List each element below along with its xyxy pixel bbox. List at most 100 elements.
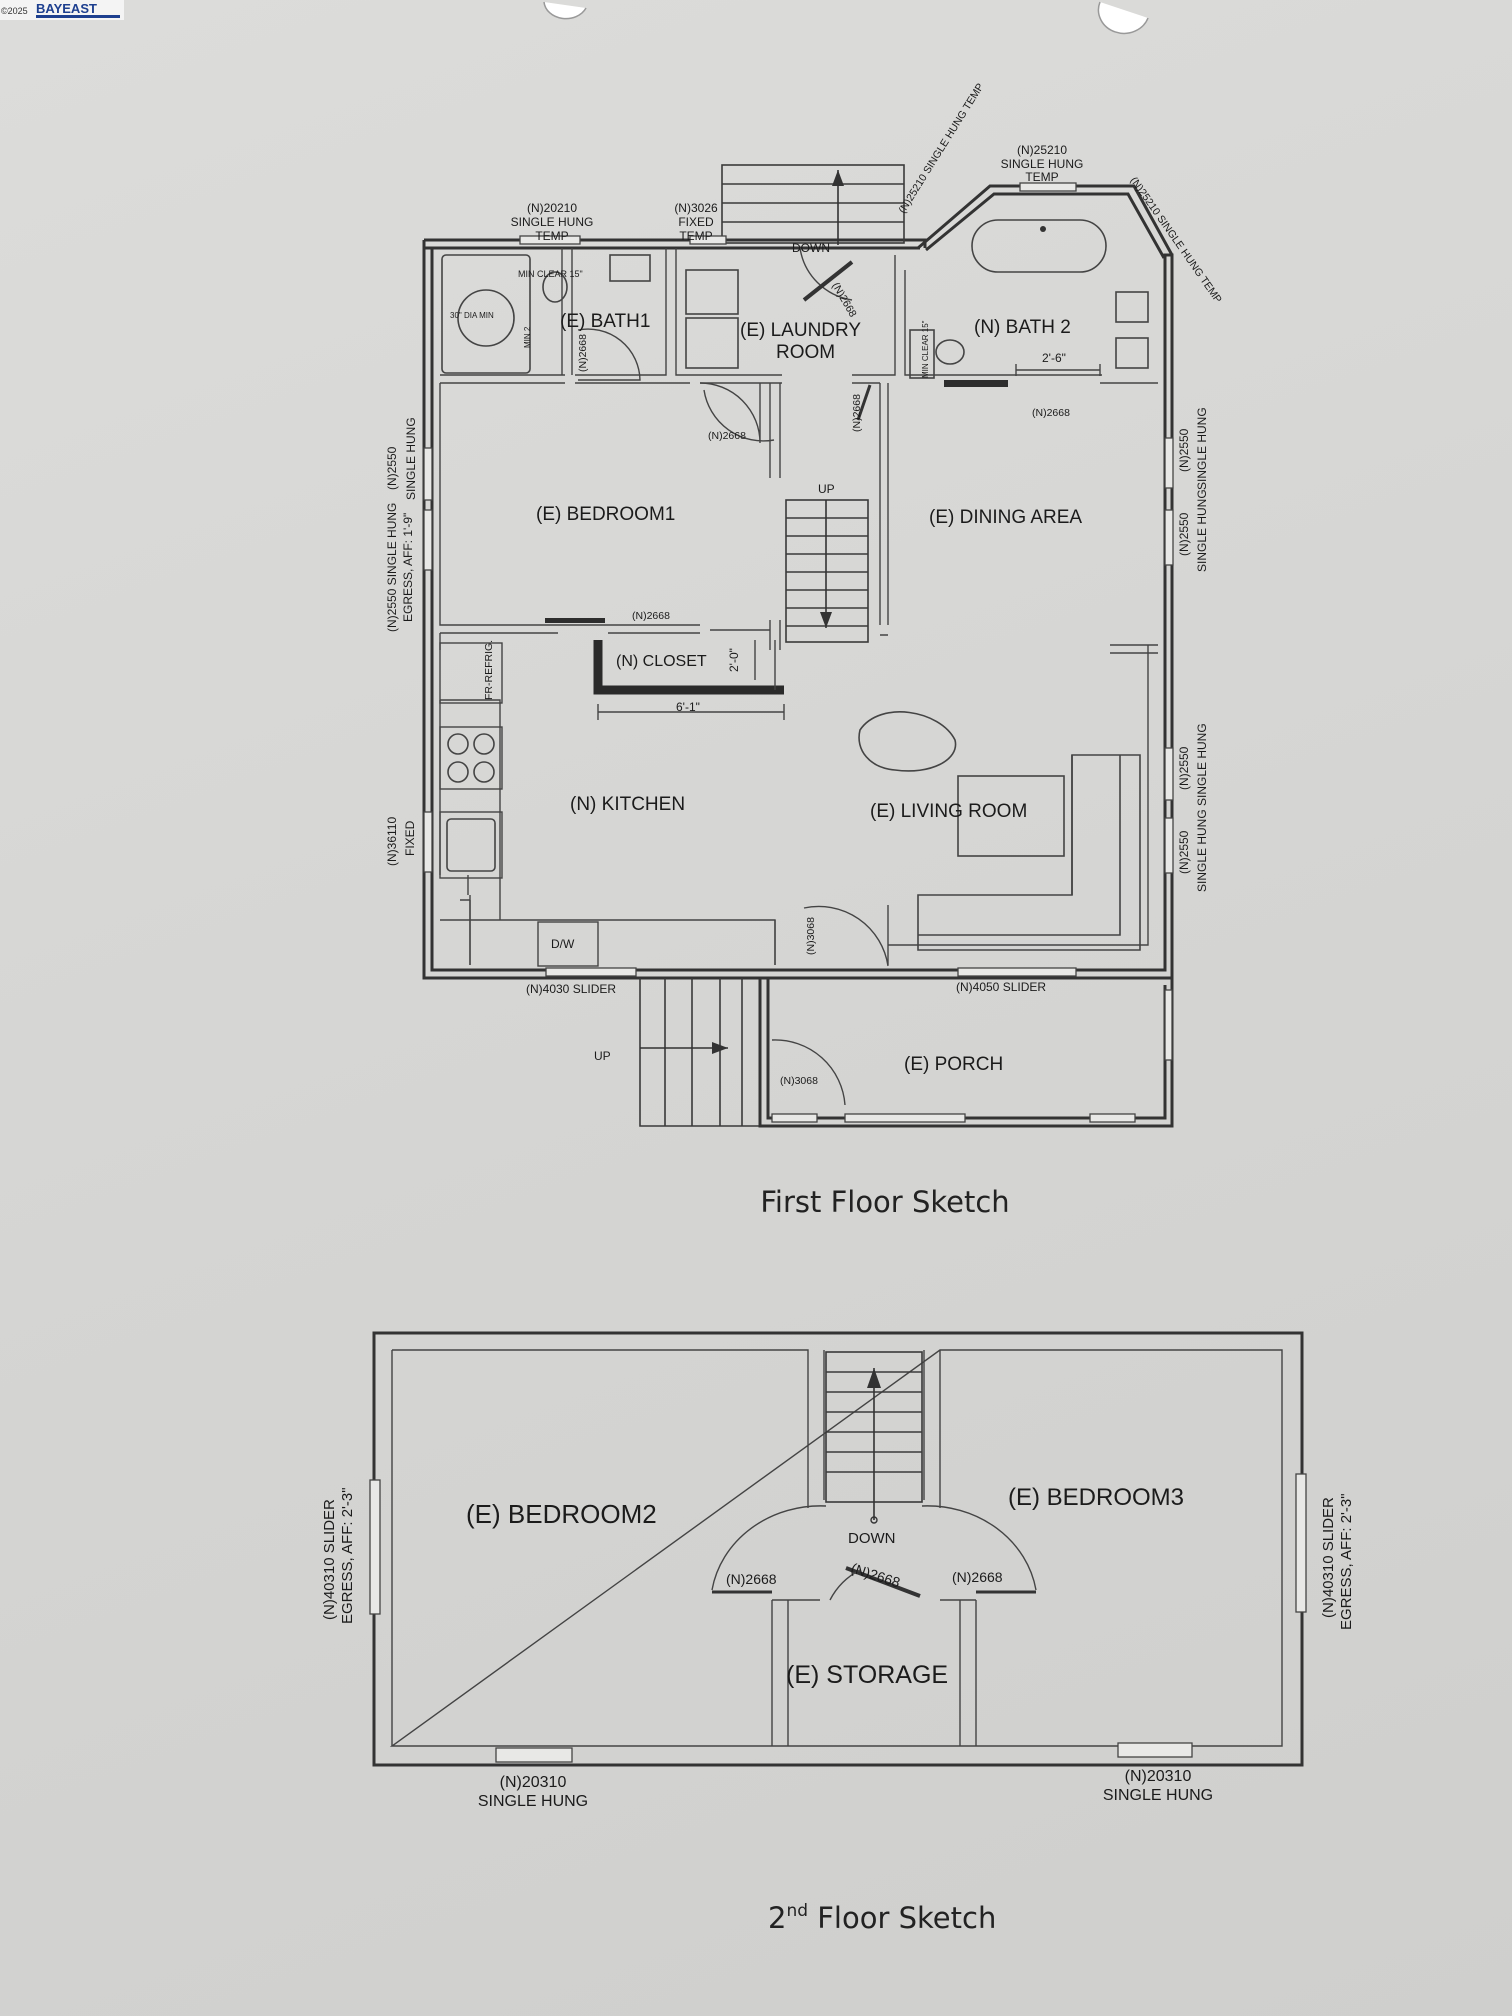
clearance-label: MIN 2 bbox=[523, 326, 532, 348]
room-label-porch: (E) PORCH bbox=[904, 1054, 1003, 1075]
window-label: EGRESS, AFF: 2'-3" bbox=[339, 1487, 356, 1624]
bath1-shower bbox=[441, 254, 531, 374]
clearance-label: MIN CLEAR 15" bbox=[518, 269, 583, 279]
entry-wall bbox=[774, 905, 889, 965]
interior-wall bbox=[389, 1349, 1283, 1747]
fridge-label: FR-REFRIG. bbox=[483, 640, 495, 700]
porch-wall bbox=[758, 978, 1174, 1128]
closet-side bbox=[754, 640, 776, 690]
back-door[interactable] bbox=[799, 247, 853, 301]
window-label: (N)2550 bbox=[385, 446, 399, 490]
binder-hole bbox=[543, 1, 587, 20]
window-dining-bottom bbox=[1164, 509, 1174, 566]
exterior-wall bbox=[372, 1331, 1304, 1767]
fridge bbox=[439, 642, 503, 704]
stair-wall bbox=[769, 383, 781, 650]
room-label-storage: (E) STORAGE bbox=[786, 1661, 948, 1689]
stove bbox=[439, 726, 503, 790]
door-label: (N)3068 bbox=[805, 917, 817, 955]
window-label: SINGLE HUNG bbox=[1001, 157, 1084, 171]
bedroom3-door[interactable] bbox=[921, 1505, 1037, 1591]
room-label-kitchen: (N) KITCHEN bbox=[570, 794, 685, 815]
second-floor-plan: (E) BEDROOM2 (E) BEDROOM3 (E) STORAGE (N… bbox=[321, 1331, 1355, 1935]
window-kitchen bbox=[423, 811, 433, 873]
watermark-copyright: ©2025 bbox=[1, 6, 28, 16]
window-slider-left bbox=[545, 967, 637, 977]
porch-inner bbox=[766, 978, 1167, 1120]
dishwasher-label: D/W bbox=[551, 937, 575, 951]
door-label: (N)2668 bbox=[1032, 407, 1070, 419]
bath2-sink bbox=[1115, 337, 1149, 369]
window-label: (N)2550 bbox=[1177, 512, 1191, 556]
entry-door[interactable] bbox=[803, 905, 889, 967]
laundry-door[interactable] bbox=[699, 382, 761, 444]
storage-door[interactable] bbox=[845, 1566, 921, 1598]
window-label: (N)4030 SLIDER bbox=[526, 982, 616, 996]
bath1-wall bbox=[561, 248, 573, 375]
bedroom1-closet-door bbox=[545, 618, 605, 623]
window-dining-top bbox=[1164, 437, 1174, 489]
brokerage-watermark: ©2025 BAYEAST bbox=[0, 0, 124, 20]
first-floor-title: First Floor Sketch bbox=[760, 1185, 1009, 1219]
window-bedroom1-top bbox=[423, 447, 433, 501]
porch-door[interactable] bbox=[771, 1039, 846, 1106]
back-stairs bbox=[721, 164, 905, 245]
bedroom2-door[interactable] bbox=[711, 1505, 827, 1591]
dimension-label: 2'-0" bbox=[727, 648, 741, 672]
dimension-label: 6'-1" bbox=[676, 700, 700, 714]
second-floor-title-text: Floor Sketch bbox=[808, 1901, 996, 1935]
dryer bbox=[685, 317, 739, 369]
window-label: FIXED bbox=[678, 215, 714, 229]
room-label-bedroom2: (E) BEDROOM2 bbox=[466, 1499, 657, 1529]
stair-label: DOWN bbox=[848, 1530, 896, 1547]
door-label: (N)2668 bbox=[851, 394, 863, 432]
room-label-bath2: (N) BATH 2 bbox=[974, 317, 1071, 338]
washer bbox=[685, 269, 739, 315]
storage-wall bbox=[391, 1350, 977, 1746]
window-label: (N)2550 bbox=[1177, 830, 1191, 874]
door-label: (N)2668 bbox=[632, 610, 670, 622]
room-label-bedroom1: (E) BEDROOM1 bbox=[536, 504, 675, 525]
room-label-laundry: (E) LAUNDRY bbox=[740, 320, 861, 341]
room-label-dining: (E) DINING AREA bbox=[929, 507, 1082, 528]
window-living-top bbox=[1164, 747, 1174, 801]
bedroom1-door[interactable] bbox=[703, 389, 775, 442]
shower-label: 30" DIA MIN bbox=[450, 311, 494, 320]
dimension-label: 2'-6" bbox=[1042, 351, 1066, 365]
window-label: EGRESS, AFF: 1'-9" bbox=[401, 513, 415, 622]
window-label: (N)40310 SLIDER bbox=[321, 1499, 338, 1620]
window-label: SINGLE HUNG bbox=[1195, 407, 1209, 490]
room-label-closet: (N) CLOSET bbox=[616, 653, 707, 670]
bath1-door[interactable] bbox=[577, 328, 641, 381]
window-label: TEMP bbox=[679, 229, 712, 243]
door-label: (N)2668 bbox=[577, 334, 589, 372]
first-floor-plan: (E) BATH1 (E) LAUNDRY ROOM (N) BATH 2 (E… bbox=[385, 81, 1224, 1219]
window-bath2-top bbox=[1019, 182, 1077, 192]
bath2-vanity bbox=[944, 380, 1008, 387]
closet-shelf bbox=[593, 640, 784, 695]
window-label: (N)25210 SINGLE HUNG TEMP bbox=[896, 81, 986, 215]
porch-stairs bbox=[639, 978, 761, 1127]
dishwasher bbox=[537, 921, 599, 967]
clearance-label: MIN CLEAR 15" bbox=[921, 320, 930, 378]
window-label: TEMP bbox=[1025, 170, 1058, 184]
window-bath1 bbox=[519, 235, 581, 245]
main-stairs bbox=[785, 499, 869, 643]
window-label: SINGLE HUNG bbox=[511, 215, 594, 229]
window-label: (N)4050 SLIDER bbox=[956, 980, 1046, 994]
window-bedroom2-bottom bbox=[495, 1747, 573, 1763]
kitchen-counter-edge bbox=[439, 700, 471, 965]
stair-label: UP bbox=[818, 482, 835, 496]
bedroom1-wall bbox=[439, 383, 770, 631]
bath2-tub bbox=[971, 219, 1107, 273]
room-label-laundry-2: ROOM bbox=[776, 342, 835, 363]
window-label: (N)25210 SINGLE HUNG TEMP bbox=[1128, 175, 1224, 306]
back-door-leaf bbox=[802, 260, 854, 302]
window-label: (N)20310 bbox=[1125, 1768, 1192, 1785]
bath2-bay-inner bbox=[925, 192, 1166, 259]
door-label: (N)2668 bbox=[726, 1571, 777, 1587]
window-bedroom3-slider bbox=[1295, 1473, 1307, 1613]
kitchen-sink bbox=[439, 811, 503, 879]
